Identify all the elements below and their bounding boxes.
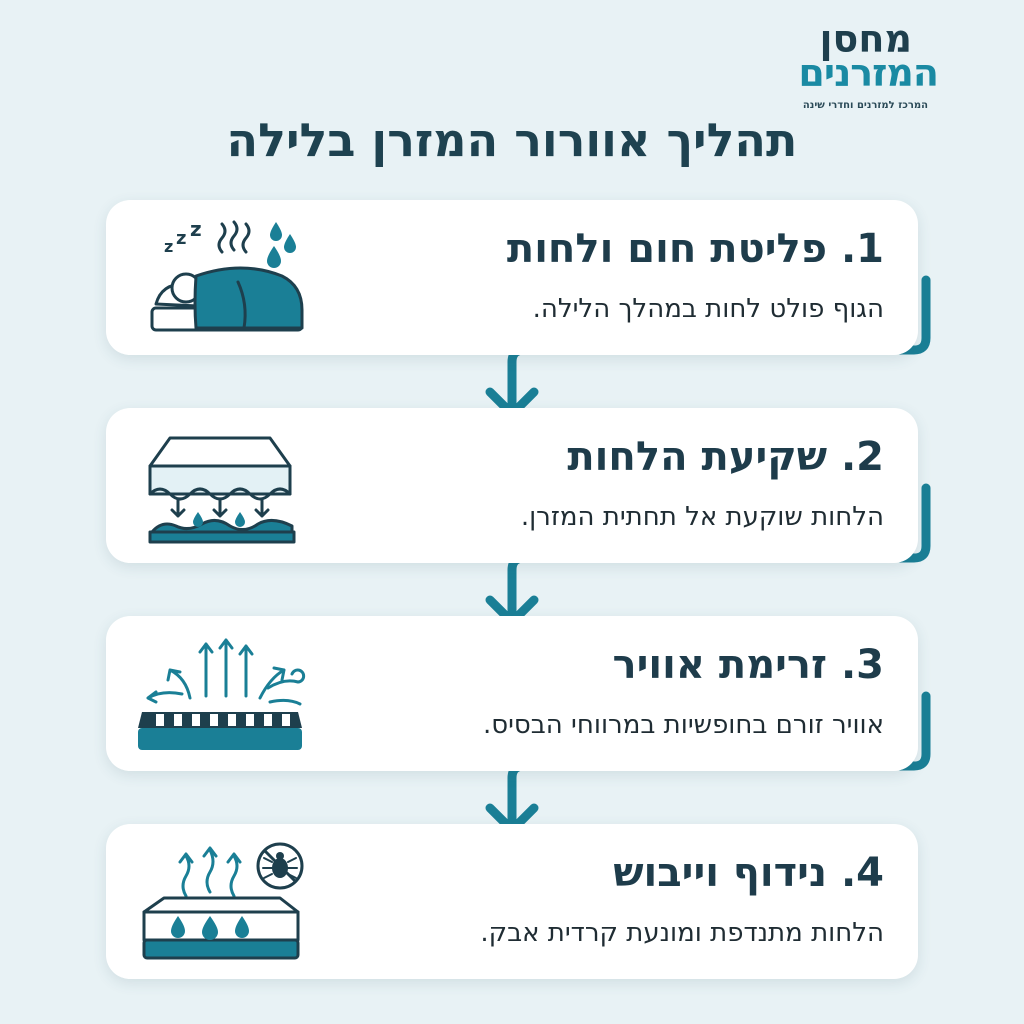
mattress-moisture-icon [148,436,296,544]
step-card-3: 3. זרימת אוויר אוויר זורם בחופשיות במרוו… [106,616,918,771]
airflow-base-icon [138,638,306,750]
step-description: הלחות מתנדפת ומונעת קרדית אבק. [480,918,884,948]
step-title: 3. זרימת אוויר [612,642,884,688]
svg-text:z: z [190,217,202,241]
step-description: הלחות שוקעת אל תחתית המזרן. [520,502,884,532]
step-title: 4. נידוף וייבוש [613,850,884,896]
step-card-4: 4. נידוף וייבוש הלחות מתנדפת ומונעת קרדי… [106,824,918,979]
step-title: 1. פליטת חום ולחות [506,226,884,272]
brand-logo: מחסן המזרנים המרכז למזרנים וחדרי שינה [742,17,942,111]
no-dust-mite-icon [256,842,304,890]
svg-text:z: z [164,237,173,256]
logo-tagline: המרכז למזרנים וחדרי שינה [802,100,928,111]
svg-text:z: z [176,228,186,249]
page-title: תהליך אוורור המזרן בלילה [226,113,798,167]
sleeping-person-icon: z z z [150,217,304,332]
step-description: הגוף פולט לחות במהלך הלילה. [532,294,884,324]
evaporation-mattress-icon [142,842,304,960]
logo-wordmark-bottom: המזרנים [798,51,939,95]
step-card-1: z z z 1. פליטת חום ולחות הגוף פולט לחות … [106,200,918,355]
logo-wordmark-top: מחסן [819,17,912,61]
step-description: אוויר זורם בחופשיות במרווחי הבסיס. [482,710,884,740]
step-card-2: 2. שקיעת הלחות הלחות שוקעת אל תחתית המזר… [106,408,918,563]
step-title: 2. שקיעת הלחות [567,434,884,480]
